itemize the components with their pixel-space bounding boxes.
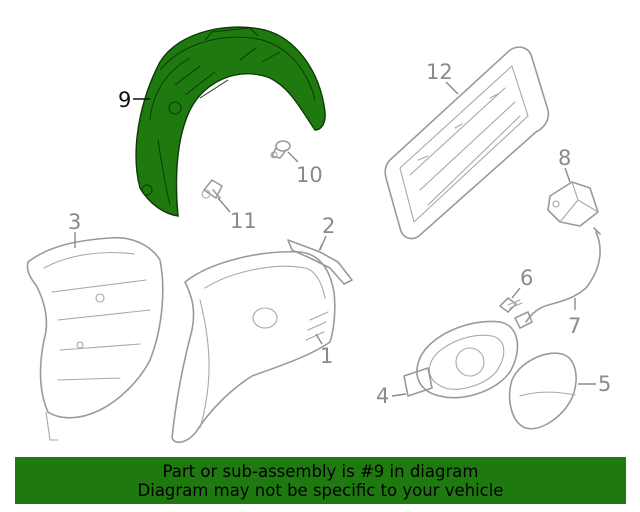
part-info-banner: Part or sub-assembly is #9 in diagram Di…	[15, 457, 626, 504]
svg-text:5: 5	[598, 372, 611, 396]
svg-text:4: 4	[376, 384, 389, 408]
callout-6: 6	[511, 266, 533, 299]
svg-text:7: 7	[568, 314, 581, 338]
part-7-cable[interactable]	[514, 227, 601, 329]
svg-text:9: 9	[118, 88, 131, 112]
callout-12: 12	[426, 60, 459, 95]
part-5-fuel-door[interactable]	[508, 352, 577, 430]
part-1-quarter-panel[interactable]	[171, 250, 336, 444]
svg-text:3: 3	[68, 210, 81, 234]
callout-7: 7	[568, 298, 581, 338]
banner-line-2: Diagram may not be specific to your vehi…	[137, 480, 504, 500]
callout-4: 4	[376, 384, 407, 408]
part-11-fastener[interactable]	[201, 179, 223, 199]
callout-10: 10	[287, 151, 323, 187]
callout-3: 3	[68, 210, 81, 248]
part-10-clip[interactable]	[270, 140, 291, 159]
svg-text:1: 1	[320, 344, 333, 368]
svg-text:2: 2	[322, 214, 335, 238]
callout-5: 5	[578, 372, 611, 396]
part-3-inner-panel[interactable]	[26, 236, 164, 441]
svg-text:12: 12	[426, 60, 453, 84]
callout-1: 1	[315, 333, 333, 368]
callout-8: 8	[558, 146, 571, 183]
svg-text:6: 6	[520, 266, 533, 290]
part-6-screw[interactable]	[499, 297, 523, 313]
callout-2: 2	[319, 214, 335, 251]
callout-11: 11	[217, 197, 257, 233]
part-12-panel[interactable]	[384, 46, 550, 240]
svg-text:11: 11	[230, 209, 257, 233]
callout-9: 9	[118, 88, 150, 112]
part-8-bracket[interactable]	[547, 181, 599, 227]
part-9-wheelhouse-liner[interactable]	[135, 26, 326, 217]
parts-diagram: 9 10 11 12 8 7 6 4 5 1 2 3	[26, 26, 611, 444]
part-4-fuel-filler-housing[interactable]	[403, 320, 519, 399]
svg-text:8: 8	[558, 146, 571, 170]
banner-line-1: Part or sub-assembly is #9 in diagram	[162, 461, 479, 481]
svg-text:10: 10	[296, 163, 323, 187]
